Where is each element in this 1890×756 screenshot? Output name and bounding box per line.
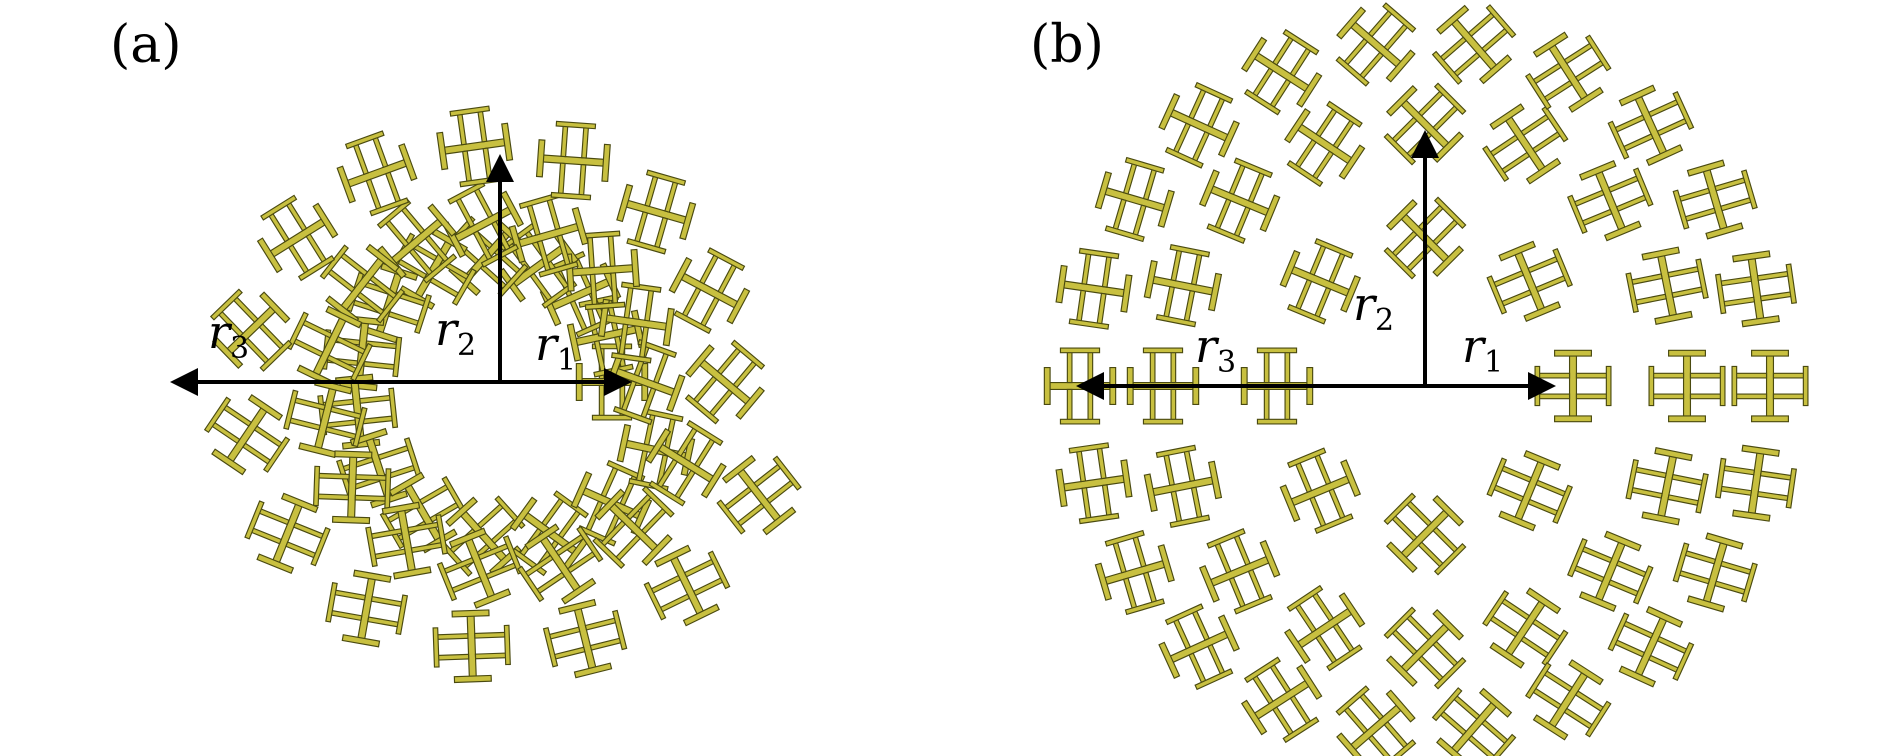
double-i-beam-cross-icon	[1622, 443, 1712, 530]
double-i-beam-cross-icon	[672, 329, 778, 435]
panel-a-r2-label: r2	[435, 302, 476, 363]
double-i-beam-cross-icon	[706, 443, 812, 548]
arrow-r1-head	[604, 368, 632, 396]
double-i-beam-cross-icon	[1561, 152, 1660, 249]
double-i-beam-cross-icon	[238, 485, 337, 582]
double-i-beam-cross-icon	[534, 119, 613, 202]
double-i-beam-cross-icon	[1139, 441, 1226, 532]
double-i-beam-cross-icon	[1191, 151, 1288, 250]
arrow-r2-head	[1411, 130, 1439, 158]
panel-b-label: (b)	[1030, 15, 1104, 75]
double-i-beam-cross-icon	[1712, 441, 1800, 525]
double-i-beam-cross-icon	[1089, 152, 1181, 247]
panel-b-radius-arrows	[1076, 130, 1556, 400]
arrow-r1-head	[1528, 372, 1556, 400]
double-i-beam-cross-icon	[580, 474, 687, 580]
double-i-beam-cross-icon	[1052, 245, 1136, 333]
panel-a: (a) r1 r2 r3	[110, 15, 812, 684]
double-i-beam-cross-icon	[1516, 648, 1621, 751]
panel-b: (b) r1 r2 r3	[1030, 0, 1809, 756]
double-i-beam-cross-icon	[508, 512, 613, 616]
double-i-beam-cross-icon	[1648, 349, 1726, 423]
panel-b-r1-label: r1	[1462, 319, 1503, 380]
double-i-beam-cross-icon	[1421, 0, 1527, 97]
double-i-beam-cross-icon	[1230, 20, 1333, 124]
double-i-beam-cross-icon	[1139, 240, 1226, 331]
double-i-beam-cross-icon	[1272, 441, 1369, 540]
arrow-r3-head	[1076, 372, 1104, 400]
double-i-beam-cross-icon	[1150, 596, 1248, 697]
double-i-beam-cross-icon	[322, 566, 411, 651]
arrow-r3-head	[170, 368, 198, 396]
double-i-beam-cross-icon	[195, 383, 300, 487]
panel-a-r3-label: r3	[208, 305, 249, 366]
double-i-beam-cross-icon	[1089, 525, 1181, 620]
double-i-beam-cross-icon	[1668, 527, 1763, 618]
panel-a-label: (a)	[110, 15, 182, 75]
panel-a-radius-arrows	[170, 154, 632, 396]
double-i-beam-cross-icon	[1601, 76, 1701, 175]
arrow-r2-head	[486, 154, 514, 182]
double-i-beam-cross-icon	[1323, 0, 1429, 98]
double-i-beam-cross-icon	[1273, 91, 1376, 196]
double-i-beam-cross-icon	[659, 239, 760, 342]
panel-b-r2-label: r2	[1353, 277, 1394, 338]
double-i-beam-cross-icon	[1480, 442, 1579, 539]
double-i-beam-cross-icon	[1273, 576, 1376, 681]
double-i-beam-cross-icon	[1191, 522, 1288, 621]
double-i-beam-cross-icon	[1601, 597, 1701, 696]
double-i-beam-cross-icon	[341, 256, 437, 350]
panel-a-r1-label: r1	[535, 317, 576, 378]
double-i-beam-cross-icon	[1622, 242, 1712, 329]
double-i-beam-cross-icon	[1480, 233, 1579, 330]
double-i-beam-cross-icon	[1731, 349, 1809, 423]
double-i-beam-cross-icon	[1516, 21, 1621, 124]
double-i-beam-cross-icon	[1150, 75, 1248, 176]
double-i-beam-cross-icon	[1052, 439, 1136, 527]
panel-b-r3-label: r3	[1195, 319, 1236, 380]
panel-a-metasurface-elements	[195, 103, 812, 684]
double-i-beam-cross-icon	[431, 608, 512, 684]
double-i-beam-cross-icon	[1372, 595, 1478, 701]
double-i-beam-cross-icon	[1230, 648, 1333, 752]
double-i-beam-cross-icon	[539, 594, 632, 683]
double-i-beam-cross-icon	[1668, 154, 1763, 245]
double-i-beam-cross-icon	[1561, 523, 1660, 620]
double-i-beam-cross-icon	[1712, 247, 1800, 331]
double-i-beam-cross-icon	[1372, 481, 1478, 587]
double-i-beam-cross-icon	[1473, 92, 1578, 196]
double-i-beam-cross-icon	[610, 165, 702, 259]
double-i-beam-cross-icon	[329, 124, 425, 222]
double-i-beam-cross-icon	[1473, 576, 1578, 680]
double-i-beam-cross-icon	[1323, 674, 1429, 756]
